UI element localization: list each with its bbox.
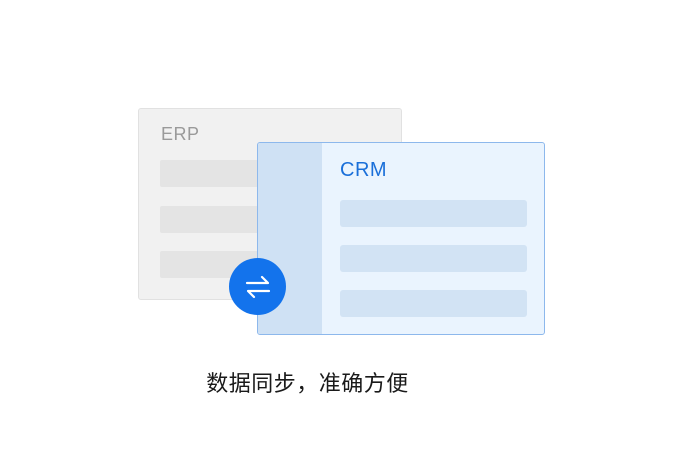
crm-card: CRM	[257, 142, 545, 335]
crm-placeholder-row	[340, 290, 527, 317]
sync-button[interactable]	[229, 258, 286, 315]
crm-title: CRM	[340, 159, 388, 181]
crm-placeholder-row	[340, 200, 527, 227]
caption: 数据同步，准确方便	[206, 372, 409, 397]
crm-placeholder-row	[340, 245, 527, 272]
swap-arrows-icon	[245, 275, 270, 298]
erp-title: ERP	[161, 124, 200, 144]
